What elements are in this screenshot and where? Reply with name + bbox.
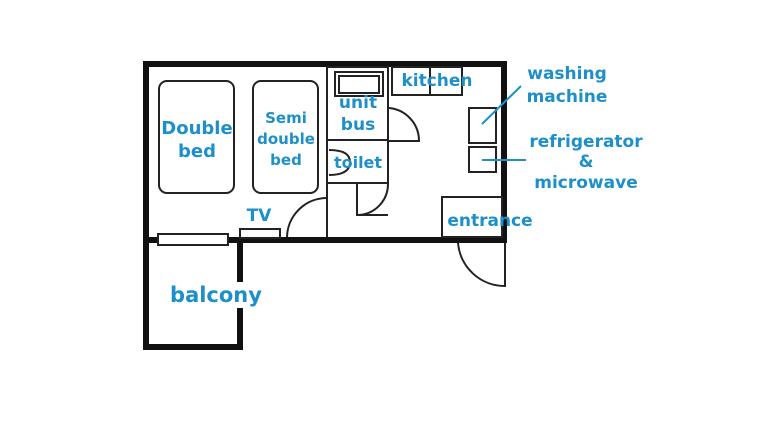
semi-double-bed (252, 80, 319, 194)
balcony-window (157, 233, 229, 246)
semi-double-bed-label: bed (270, 151, 302, 169)
refrigerator-label: refrigerator (529, 132, 643, 152)
walls (143, 61, 507, 350)
double-bed (158, 80, 235, 194)
semi-double-bed-label: double (257, 130, 315, 148)
washing-machine (468, 107, 497, 144)
toilet-door (356, 183, 389, 216)
entrance-area (441, 196, 503, 238)
unit-bus-door (388, 107, 421, 142)
washing-machine-leader (481, 85, 522, 125)
balcony-label: balcony (170, 283, 262, 307)
kitchen-counter (391, 66, 463, 96)
semi-double-bed-label: Semi (265, 109, 307, 127)
entrance-door (457, 242, 506, 288)
toilet-label: toilet (334, 153, 382, 172)
double-bed-label: bed (178, 141, 216, 162)
unit-bus-label: unit (339, 93, 377, 113)
bedroom-door (286, 197, 328, 238)
tv-label: TV (247, 206, 273, 226)
washing-machine-label: machine (527, 87, 608, 107)
washing-machine-label: washing (527, 64, 607, 84)
bathtub (334, 71, 384, 97)
bathtub-inner (338, 75, 380, 94)
unit-bus-label: bus (341, 115, 375, 135)
toilet-bowl (328, 149, 352, 176)
microwave-label: microwave (534, 173, 637, 193)
refrigerator-label: & (579, 152, 594, 172)
kitchen-label: kitchen (401, 71, 472, 91)
entrance-label: entrance (447, 211, 532, 231)
double-bed-label: Double (161, 118, 232, 139)
tv-stand (239, 228, 281, 239)
